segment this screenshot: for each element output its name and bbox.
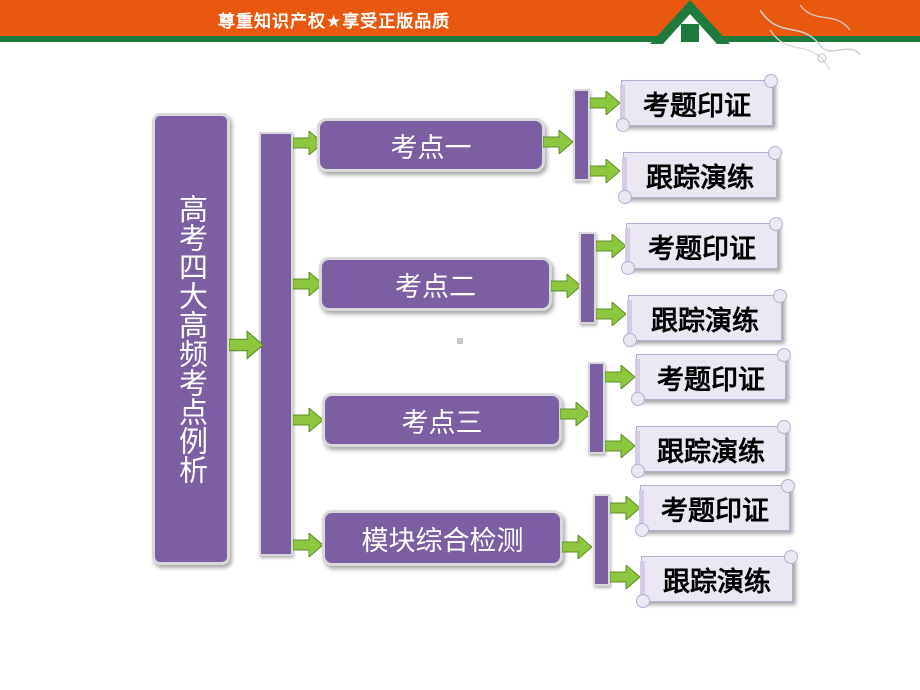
publisher-logo-icon: [650, 0, 861, 71]
arrow-from-branch-2: [551, 274, 581, 298]
header-green-stripe: [0, 36, 920, 42]
arrow-to-leaf-2a: [596, 234, 626, 258]
leaf-node-1a-label: 考题印证: [643, 90, 751, 122]
arrow-to-leaf-1b: [590, 159, 620, 183]
branch-node-4: 模块综合检测: [322, 510, 563, 566]
arrow-to-branch-4: [293, 533, 323, 557]
arrow-from-branch-3: [560, 402, 590, 426]
arrow-to-leaf-3a: [605, 365, 635, 389]
root-node: 高考四大高频考点例析: [152, 113, 230, 565]
leaf-node-1a: 考题印证: [616, 74, 778, 132]
arrow-to-branch-2: [293, 272, 323, 296]
arrow-to-branch-3: [293, 408, 323, 432]
arrow-to-leaf-4b: [610, 565, 640, 589]
slide-center-dot: [457, 338, 463, 344]
root-node-label: 高考四大高频考点例析: [174, 194, 209, 484]
leaf-node-3b-label: 跟踪演练: [657, 436, 765, 468]
leaf-node-2a-label: 考题印证: [648, 233, 756, 265]
leaf-node-2b-label: 跟踪演练: [651, 305, 759, 337]
leaf-node-1b: 跟踪演练: [618, 146, 782, 204]
leaf-node-4a: 考题印证: [635, 479, 795, 537]
branch-node-1: 考点一: [317, 118, 545, 172]
arrow-from-branch-1: [543, 130, 573, 154]
leaf-node-1b-label: 跟踪演练: [646, 162, 754, 194]
leaf-node-2a: 考题印证: [621, 217, 783, 275]
arrow-from-branch-4: [562, 535, 592, 559]
branch-node-3: 考点三: [322, 393, 562, 447]
leaf-node-3a-label: 考题印证: [657, 364, 765, 396]
branch-4-connector: [593, 494, 610, 586]
leaf-node-3b: 跟踪演练: [631, 420, 791, 478]
arrow-to-leaf-1a: [590, 91, 620, 115]
leaf-node-4b-label: 跟踪演练: [663, 566, 771, 598]
branch-2-connector: [579, 232, 596, 324]
branch-node-2: 考点二: [319, 257, 552, 311]
leaf-node-2b: 跟踪演练: [623, 289, 787, 347]
leaf-node-4b: 跟踪演练: [636, 550, 798, 608]
leaf-node-3a: 考题印证: [631, 348, 791, 406]
arrow-root: [229, 330, 263, 360]
banner-slogan: 尊重知识产权★享受正版品质: [218, 12, 451, 32]
arrow-to-leaf-4a: [610, 496, 640, 520]
arrow-to-leaf-3b: [605, 434, 635, 458]
main-connector-bar: [259, 132, 293, 556]
arrow-to-branch-1: [293, 131, 323, 155]
leaf-node-4a-label: 考题印证: [661, 495, 769, 527]
branch-3-connector: [588, 362, 605, 454]
arrow-to-leaf-2b: [596, 302, 626, 326]
branch-1-connector: [573, 89, 590, 181]
